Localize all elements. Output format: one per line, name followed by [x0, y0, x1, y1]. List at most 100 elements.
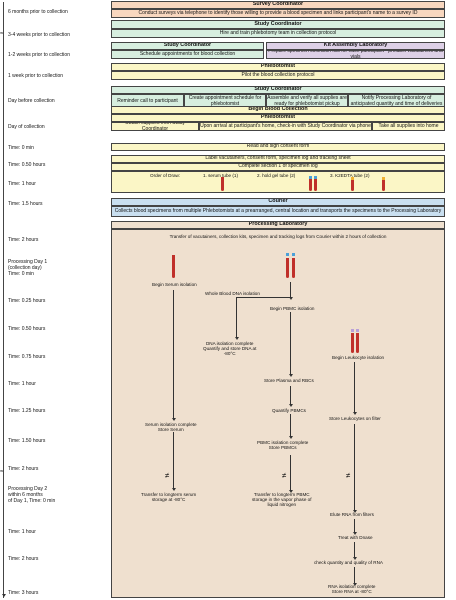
flow-arrow: [352, 557, 357, 560]
time-label: Processing Day 1 (collection day) Time: …: [8, 259, 48, 277]
flow-arrow: [288, 297, 293, 300]
serum-tube-icon: [221, 179, 224, 191]
step-serum-complete: Serum isolation complete Store Serum: [145, 422, 197, 433]
gel-tube-label: 2. hold gel tube (2): [257, 173, 296, 178]
step-elute-rna: Elute RNA from filters: [330, 512, 374, 517]
kit-assembly-task: Prepare specimen collection kits for eac…: [266, 50, 445, 59]
flow-arrow: [352, 532, 357, 535]
time-label: Time: 2 hours: [8, 237, 39, 243]
survey-coordinator-task: Conduct surveys via telephone to identif…: [111, 9, 445, 18]
flow-line: [173, 432, 174, 490]
step-dna-complete: DNA isolation complete Quantify and stor…: [203, 341, 257, 357]
time-label: 6 months prior to collection: [8, 9, 68, 15]
flow-line: [173, 290, 174, 420]
flow-line: [354, 519, 355, 533]
flow-line: [354, 424, 355, 510]
step-leukocyte-begin: Begin Leukocyte isolation: [332, 355, 385, 360]
phlebotomist-step: Read and sign consent form: [111, 143, 445, 151]
phlebotomist-title: Phlebotomist: [111, 114, 445, 122]
study-coordinator-task: Hire and train phlebotomy team in collec…: [111, 29, 445, 38]
flow-arrow: [288, 436, 293, 439]
phlebotomist-item: Take all supplies into home: [372, 122, 445, 131]
flow-line: [290, 414, 291, 436]
study-coordinator-title: Study Coordinator: [111, 86, 445, 94]
time-label: Day of collection: [8, 124, 45, 130]
processing-lab-panel: [111, 229, 445, 598]
time-label: Time: 0.25 hours: [8, 298, 46, 304]
step-quantify-pbmc: Quantify PBMCs: [272, 408, 306, 413]
step-pbmc-transfer: Transfer to longterm PBMC storage in the…: [252, 492, 312, 508]
time-label: 1 week prior to collection: [8, 73, 64, 79]
time-label: Time: 1 hour: [8, 181, 36, 187]
step-whole-blood-dna: Whole Blood DNA isolation: [205, 291, 260, 296]
gel-tube-icon: [314, 179, 317, 191]
study-coordinator-title: Study Coordinator: [111, 20, 445, 29]
order-of-draw-label: Order of Draw:: [150, 173, 181, 178]
edta-tube-icon: [351, 179, 354, 191]
time-label: Time: 2 hours: [8, 556, 39, 562]
gel-tube-icon: [286, 258, 289, 278]
order-of-draw-panel: [111, 171, 445, 193]
edta-tube-cap-icon: [351, 329, 354, 332]
edta-tube-cap-icon: [382, 177, 385, 180]
flow-arrow: [352, 583, 357, 586]
gel-tube-icon: [292, 258, 295, 278]
time-label: Time: 1.50 hours: [8, 438, 46, 444]
processing-lab-title: Processing Laboratory: [111, 221, 445, 229]
phlebotomist-title: Phlebotomist: [111, 63, 445, 71]
kit-assembly-title: Kit Assembly Laboratory: [266, 42, 445, 50]
edta-tube-cap-icon: [356, 329, 359, 332]
flow-arrow: [352, 412, 357, 415]
gel-tube-cap-icon: [309, 176, 312, 179]
flow-arrow: [352, 510, 357, 513]
flow-line: [354, 567, 355, 584]
time-label: Time: 0.75 hours: [8, 354, 46, 360]
step-serum-transfer: Transfer to longterm serum storage at -8…: [141, 492, 197, 503]
flow-arrow: [171, 418, 176, 421]
time-label: 1-2 weeks prior to collection: [8, 52, 70, 58]
timeline-axis: [3, 2, 4, 598]
time-label: Time: 0.50 hours: [8, 326, 46, 332]
step-pbmc-complete: PBMC isolation complete Store PBMCs: [257, 440, 309, 451]
gel-tube-cap-icon: [286, 253, 289, 256]
time-label: Time: 1 hour: [8, 381, 36, 387]
axis-break: ≈: [0, 31, 4, 37]
time-label: Processing Day 2 within 6 months of Day …: [8, 486, 56, 504]
time-break-icon: ≠: [282, 471, 287, 480]
edta-tube-icon: [382, 179, 385, 191]
flow-line: [290, 455, 291, 490]
time-label: 3-4 weeks prior to collection: [8, 32, 70, 38]
phlebotomist-step: Label vacutainers, consent form, specime…: [111, 155, 445, 163]
edta-tube-cap-icon: [351, 177, 354, 180]
survey-coordinator-title: Survey Coordinator: [111, 1, 445, 9]
time-break-icon: ≠: [346, 471, 351, 480]
time-label: Time: 1 hour: [8, 529, 36, 535]
step-check-rna: check quantity and quality of RNA: [314, 560, 383, 565]
step-pbmc-begin: Begin PBMC isolation: [270, 306, 315, 311]
flow-line: [290, 386, 291, 404]
flow-arrow: [288, 404, 293, 407]
time-label: Time: 3 hours: [8, 590, 39, 596]
flow-line: [354, 542, 355, 558]
flow-line: [236, 297, 237, 337]
flow-line: [290, 282, 291, 297]
serum-tube-cap-icon: [172, 255, 175, 258]
step-store-leukocytes: Store Leukocytes on filter: [329, 416, 381, 421]
begin-collection-banner: Begin Blood Collection: [111, 106, 445, 114]
edta-tube-icon: [351, 333, 354, 353]
edta-tube-label: 3. K2EDTA tube (2): [330, 173, 370, 178]
time-label: Time: 1.5 hours: [8, 201, 43, 207]
flow-arrow: [171, 488, 176, 491]
step-store-plasma: Store Plasma and RBCs: [264, 378, 314, 383]
flow-line: [290, 312, 291, 374]
time-label: Time: 2 hours: [8, 466, 39, 472]
step-rna-complete: RNA isolation complete Store RNA at -80°…: [328, 584, 376, 595]
time-label: Time: 0.50 hours: [8, 162, 46, 168]
flow-arrow: [288, 490, 293, 493]
edta-tube-icon: [356, 333, 359, 353]
step-serum-begin: Begin Serum isolation: [152, 282, 197, 287]
axis-arrow: [1, 594, 6, 597]
phlebotomist-task: Pilot the blood collection protocol: [111, 71, 445, 80]
phlebotomist-item: Obtain supplies from Study Coordinator: [111, 122, 199, 131]
step-dnase: Treat with Dnase: [338, 535, 373, 540]
